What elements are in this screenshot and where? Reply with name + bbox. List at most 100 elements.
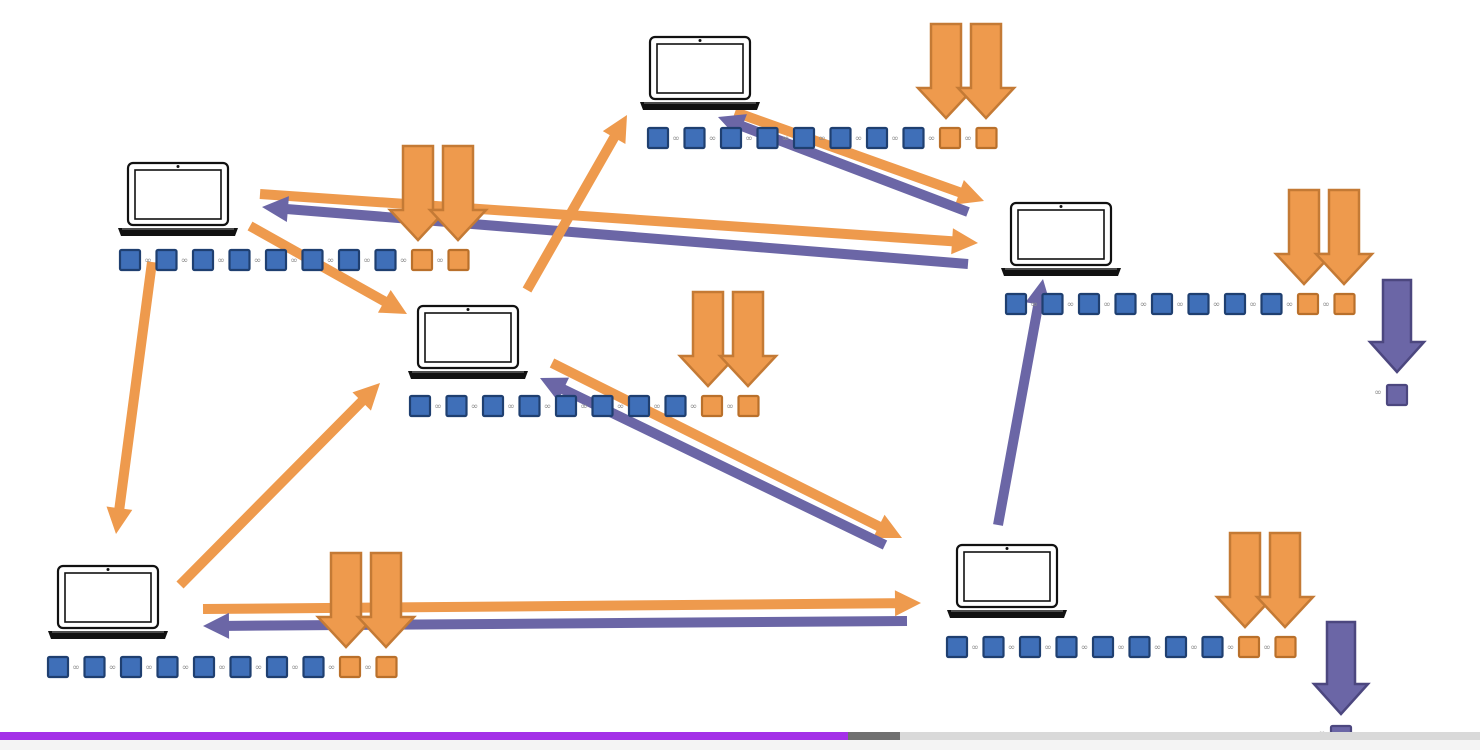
node-bottom-right-incoming-arrow-2 bbox=[1254, 531, 1316, 629]
node-bottom-left-chain-link-8: ∞ bbox=[364, 663, 372, 673]
node-bottom-left-chain-link-7: ∞ bbox=[328, 663, 336, 673]
node-middle-chain-link-6: ∞ bbox=[653, 402, 661, 412]
node-top-center-block-0 bbox=[646, 126, 670, 150]
node-middle-chain-link-1: ∞ bbox=[471, 402, 479, 412]
node-top-center-chain-link-8: ∞ bbox=[964, 134, 972, 144]
node-right-upper-chain-link-5: ∞ bbox=[1213, 300, 1221, 310]
node-right-upper-block-0 bbox=[1004, 292, 1028, 316]
broadcast-arrow-5-shape bbox=[733, 107, 984, 205]
node-bottom-left-chain-link-2: ∞ bbox=[145, 663, 153, 673]
node-top-left-incoming-arrow-2 bbox=[427, 144, 489, 242]
node-bottom-right-block-5 bbox=[1128, 635, 1151, 659]
return-arrow-1-shape bbox=[262, 196, 969, 269]
node-top-center-chain-link-1: ∞ bbox=[709, 134, 717, 144]
broadcast-arrow-10-shape bbox=[202, 590, 921, 617]
node-right-upper-laptop-icon bbox=[1001, 201, 1121, 276]
node-bottom-left-block-6 bbox=[265, 655, 289, 679]
node-right-upper-block-6 bbox=[1223, 292, 1247, 316]
node-middle-chain-link-5: ∞ bbox=[617, 402, 625, 412]
node-top-left-chain-link-5: ∞ bbox=[327, 256, 335, 266]
broadcast-arrow-3 bbox=[106, 261, 157, 534]
video-progress-played[interactable] bbox=[0, 732, 849, 740]
node-bottom-right-chain-link-6: ∞ bbox=[1190, 643, 1198, 653]
node-bottom-left-block-7 bbox=[302, 655, 325, 679]
node-middle-new-block-9 bbox=[737, 394, 760, 418]
node-right-upper-block-7 bbox=[1260, 292, 1283, 316]
node-middle-block-7 bbox=[664, 394, 687, 418]
node-right-upper-pending-link: ∞ bbox=[1374, 388, 1382, 398]
node-middle-chain-link-2: ∞ bbox=[507, 402, 515, 412]
return-arrow-9-shape bbox=[540, 377, 888, 550]
node-right-upper-new-block-8 bbox=[1296, 292, 1320, 316]
node-middle-block-6 bbox=[627, 394, 651, 418]
node-right-upper-pending-block bbox=[1385, 383, 1409, 407]
node-middle-chain-link-4: ∞ bbox=[580, 402, 588, 412]
node-bottom-right-chain-link-3: ∞ bbox=[1081, 643, 1089, 653]
return-arrow-12 bbox=[993, 279, 1052, 526]
node-bottom-right-new-block-8 bbox=[1237, 635, 1261, 659]
node-middle-chain-link-7: ∞ bbox=[690, 402, 698, 412]
node-right-upper-new-block-9 bbox=[1333, 292, 1356, 316]
node-top-center-chain-link-3: ∞ bbox=[782, 134, 790, 144]
node-bottom-left-chain-link-5: ∞ bbox=[255, 663, 263, 673]
node-middle-incoming-arrow-1 bbox=[677, 290, 739, 388]
node-bottom-right-laptop-icon bbox=[947, 543, 1067, 618]
broadcast-arrow-2 bbox=[247, 221, 407, 314]
return-arrow-11 bbox=[203, 612, 908, 639]
node-middle-chain-link-0: ∞ bbox=[434, 402, 442, 412]
node-bottom-left-laptop-icon bbox=[48, 564, 168, 639]
node-top-center-new-block-8 bbox=[938, 126, 962, 150]
node-top-center-chain-link-0: ∞ bbox=[672, 134, 680, 144]
node-top-center-chain-link-5: ∞ bbox=[855, 134, 863, 144]
node-middle-block-3 bbox=[518, 394, 541, 418]
broadcast-arrow-7-shape bbox=[176, 383, 380, 589]
node-top-center-block-1 bbox=[683, 126, 706, 150]
node-top-center-incoming-arrow-2 bbox=[955, 22, 1017, 120]
node-bottom-left-chain-link-6: ∞ bbox=[291, 663, 299, 673]
node-bottom-right-chain-link-1: ∞ bbox=[1008, 643, 1016, 653]
node-top-center-laptop-icon bbox=[640, 35, 760, 110]
node-bottom-right-chain-link-2: ∞ bbox=[1044, 643, 1052, 653]
node-middle-incoming-arrow-2 bbox=[717, 290, 779, 388]
node-top-center-incoming-arrow-1 bbox=[915, 22, 977, 120]
node-top-left-chain-link-7: ∞ bbox=[400, 256, 408, 266]
node-top-left-chain-link-6: ∞ bbox=[363, 256, 371, 266]
node-right-upper-chain-link-6: ∞ bbox=[1249, 300, 1257, 310]
node-middle-block-0 bbox=[408, 394, 432, 418]
node-bottom-left-block-2 bbox=[119, 655, 143, 679]
node-right-upper-block-3 bbox=[1114, 292, 1137, 316]
return-arrow-6 bbox=[718, 114, 970, 217]
node-bottom-right-chain-link-8: ∞ bbox=[1263, 643, 1271, 653]
node-top-left-chain-link-4: ∞ bbox=[290, 256, 298, 266]
node-middle-block-4 bbox=[554, 394, 578, 418]
node-top-left-new-block-9 bbox=[447, 248, 470, 272]
node-bottom-right-block-2 bbox=[1018, 635, 1042, 659]
node-bottom-left-chain-link-4: ∞ bbox=[218, 663, 226, 673]
node-right-upper-chain-link-1: ∞ bbox=[1067, 300, 1075, 310]
node-right-upper-incoming-arrow-1 bbox=[1273, 188, 1335, 286]
node-top-left-chain-link-8: ∞ bbox=[436, 256, 444, 266]
node-bottom-right-chain-link-7: ∞ bbox=[1227, 643, 1235, 653]
node-right-upper-incoming-arrow-2 bbox=[1313, 188, 1375, 286]
node-top-left-chain-link-1: ∞ bbox=[181, 256, 189, 266]
node-top-center-block-6 bbox=[865, 126, 889, 150]
node-right-upper-block-5 bbox=[1187, 292, 1210, 316]
node-middle-new-block-8 bbox=[700, 394, 724, 418]
node-bottom-left-new-block-9 bbox=[375, 655, 398, 679]
node-bottom-left-chain-link-1: ∞ bbox=[109, 663, 117, 673]
return-arrow-9 bbox=[540, 377, 888, 550]
node-bottom-right-block-3 bbox=[1055, 635, 1078, 659]
node-bottom-right-block-0 bbox=[945, 635, 969, 659]
return-arrow-12-shape bbox=[993, 279, 1052, 526]
return-arrow-1 bbox=[262, 196, 969, 269]
broadcast-arrow-10 bbox=[202, 590, 921, 617]
node-top-left-laptop-icon bbox=[118, 161, 238, 236]
node-top-center-block-5 bbox=[829, 126, 852, 150]
node-top-left-block-6 bbox=[337, 248, 361, 272]
node-top-left-block-4 bbox=[264, 248, 288, 272]
node-top-left-block-3 bbox=[228, 248, 251, 272]
node-bottom-left-chain-link-3: ∞ bbox=[182, 663, 190, 673]
node-bottom-right-incoming-arrow-1 bbox=[1214, 531, 1276, 629]
